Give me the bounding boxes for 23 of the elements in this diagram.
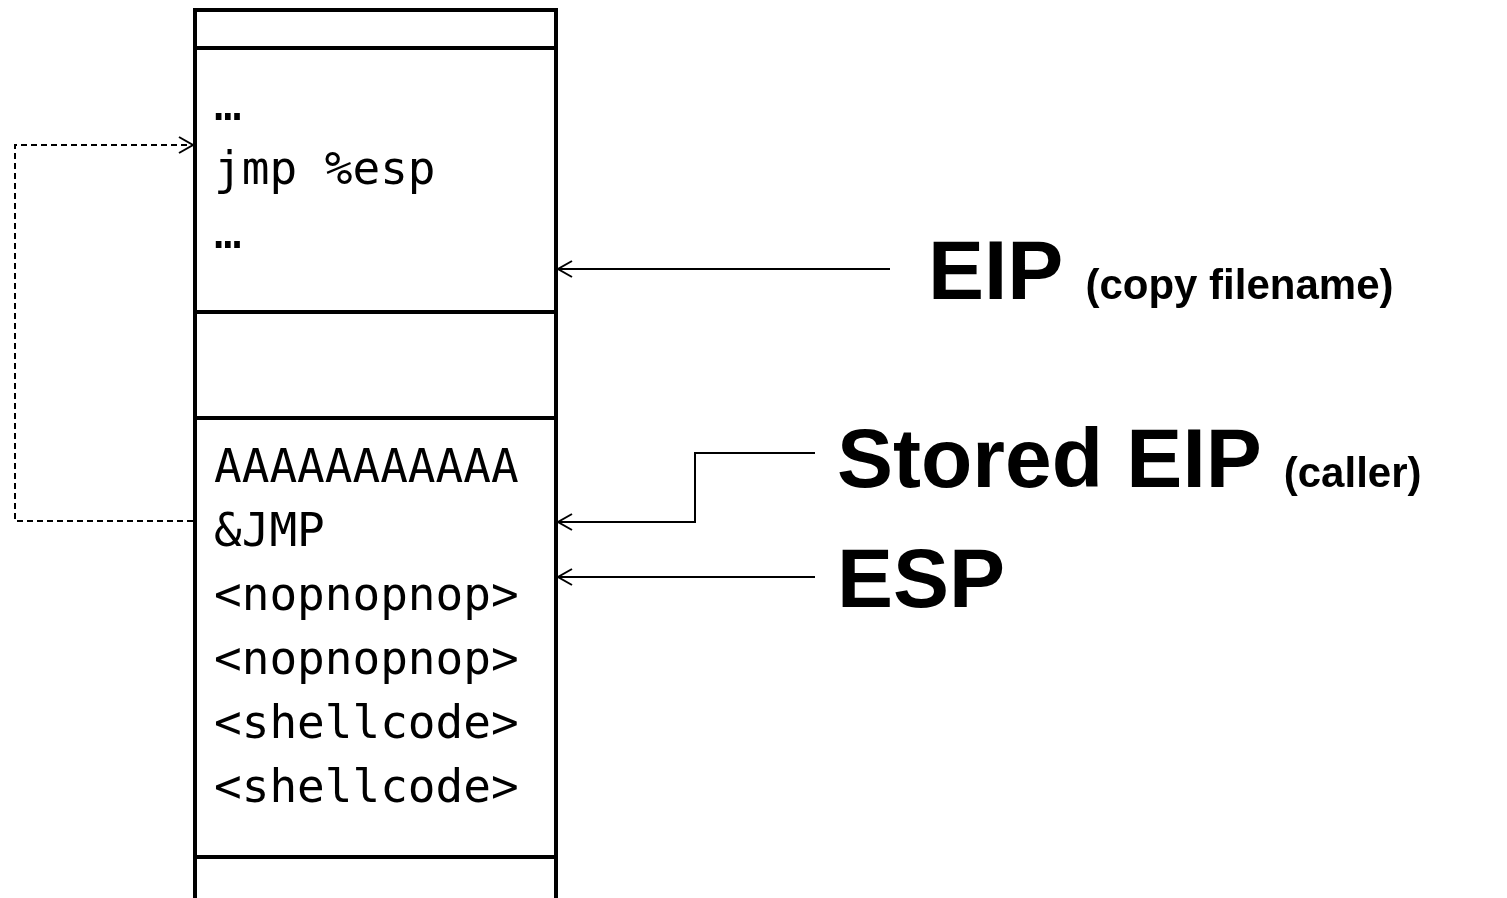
arrow (557, 568, 816, 586)
register-label: ESP (837, 531, 1006, 625)
register-note: (copy filename) (1085, 261, 1394, 308)
code-line: <nopnopnop> (214, 566, 520, 623)
memory-segment (193, 46, 558, 310)
register-note: (caller) (1283, 449, 1422, 496)
dashed-arrow (14, 136, 194, 522)
code-line: &JMP (214, 502, 326, 559)
register-label: Stored EIP (837, 411, 1262, 505)
memory-segment (193, 310, 558, 416)
memory-segment (193, 416, 558, 855)
register-label: EIP (928, 223, 1064, 317)
code-line: … (214, 204, 243, 261)
arrow (557, 260, 891, 278)
arrow (557, 452, 816, 531)
code-line: jmp %esp (214, 140, 437, 197)
code-line: <shellcode> (214, 694, 520, 751)
memory-segment (193, 8, 558, 46)
code-line: … (214, 76, 243, 133)
code-line: <nopnopnop> (214, 630, 520, 687)
code-line: AAAAAAAAAAA (214, 438, 520, 495)
memory-segment (193, 855, 558, 898)
code-line: <shellcode> (214, 758, 520, 815)
